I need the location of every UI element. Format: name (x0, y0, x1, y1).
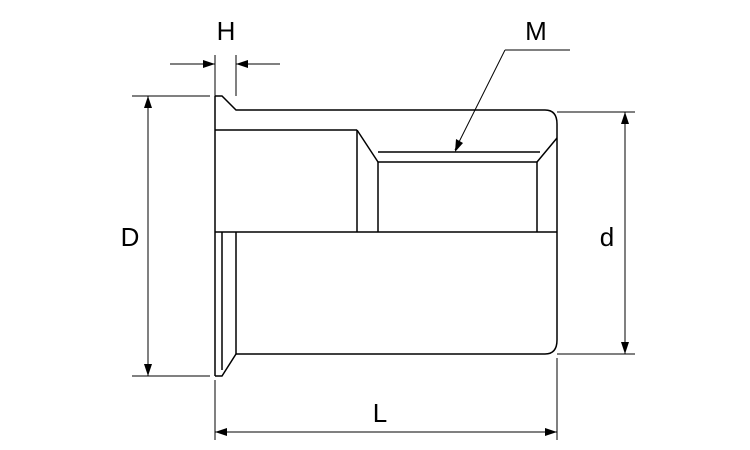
h-arrow-left (203, 60, 215, 68)
l-arrow-left (215, 428, 227, 436)
body-top-right-corner (544, 109, 558, 125)
dimension-lines (132, 49, 635, 440)
label-h: H (217, 16, 236, 46)
l-arrow-right (545, 428, 557, 436)
arrowheads (144, 60, 629, 436)
label-m: M (525, 16, 547, 46)
label-d-body: d (600, 222, 614, 252)
thread-chamfer-right (536, 137, 558, 163)
flange-lower-profile (215, 353, 237, 377)
d-head-arrow-bottom (144, 364, 152, 376)
h-arrow-right (236, 60, 248, 68)
flange-upper-profile (215, 95, 545, 111)
body-bottom-right-corner (544, 339, 558, 355)
m-leader-arrow (455, 139, 463, 152)
d-head-arrow-top (144, 96, 152, 108)
m-leader-line (454, 49, 506, 151)
label-l: L (373, 398, 387, 428)
d-body-arrow-top (621, 112, 629, 124)
thread-chamfer-left (356, 129, 379, 163)
label-d-head: D (121, 222, 140, 252)
d-body-arrow-bottom (621, 342, 629, 354)
part-outline (214, 95, 558, 377)
